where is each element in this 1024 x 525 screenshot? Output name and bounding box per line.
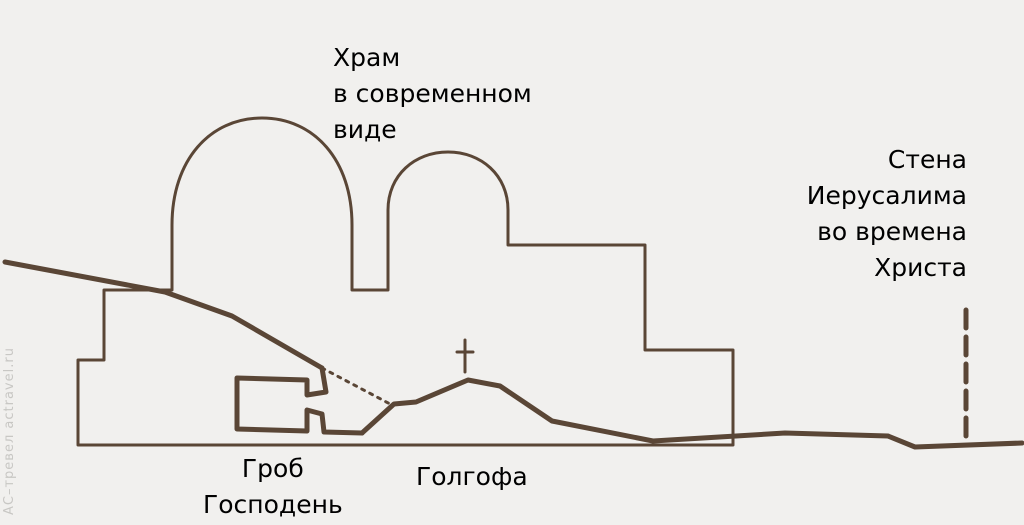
wall-label-line: Стена [887,145,967,174]
latin-cross-icon [455,338,475,374]
watermark: АС–тревел actravel.ru [2,347,17,515]
golgotha-hill-terrain [359,377,1024,450]
wall-label-line: Иерусалима [806,181,967,210]
ancient-terrain-line [2,259,325,371]
temple-label: Храм в современном виде [333,40,532,148]
tomb-label: Гроб Господень [203,451,343,523]
tomb-label-line: Гроб [241,454,304,483]
temple-outline [76,116,735,447]
wall-label-line: во времена [817,217,967,246]
wall-label-line: Христа [874,253,967,282]
former-slope-dotted-line [320,366,394,407]
temple-label-line: Храм [333,43,401,72]
temple-label-line: виде [333,115,397,144]
wall-label: Стена Иерусалима во времена Христа [807,142,967,286]
temple-label-line: в современном [333,79,532,108]
golgotha-label: Голгофа [416,462,528,491]
tomb-outline [234,365,365,436]
tomb-label-line: Господень [203,490,343,519]
